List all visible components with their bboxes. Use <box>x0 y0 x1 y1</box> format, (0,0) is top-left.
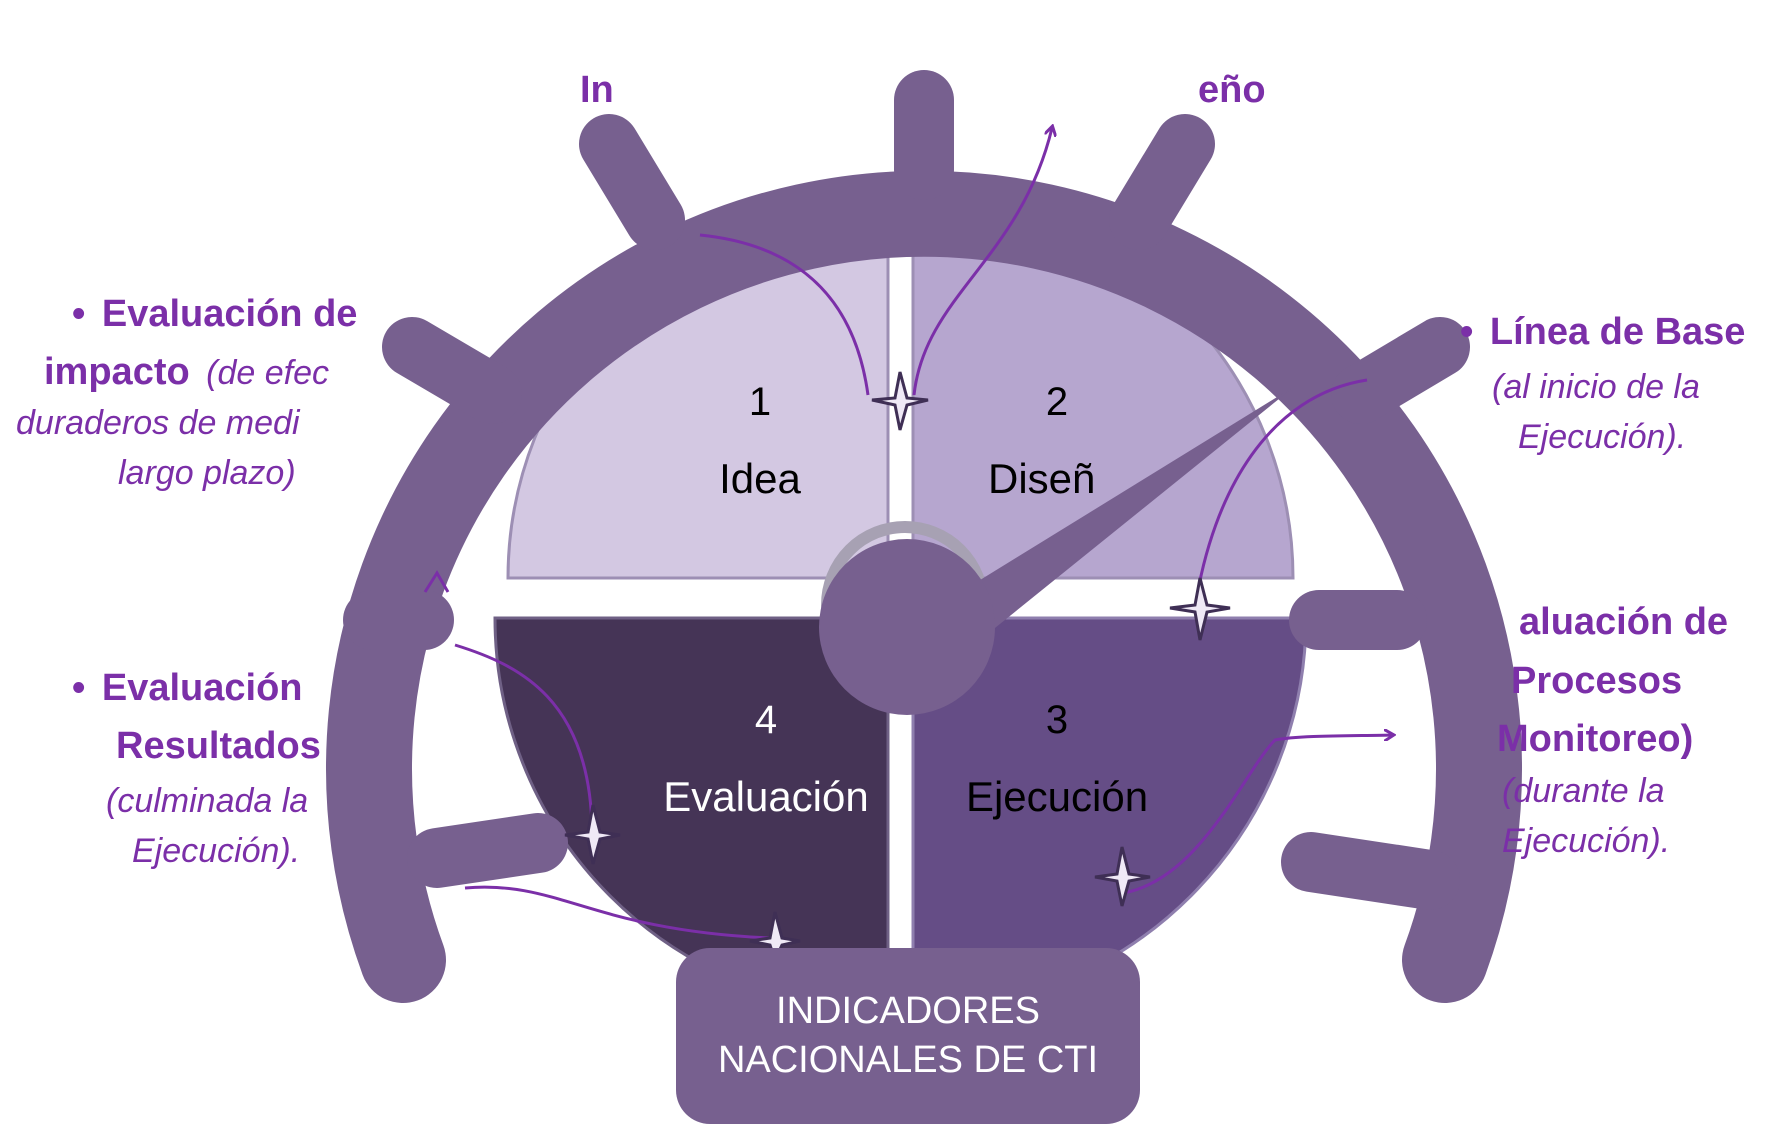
gauge-needle <box>972 386 1295 632</box>
gauge-tick <box>1331 317 1470 424</box>
gauge-tick <box>1281 832 1460 910</box>
star-marker <box>749 911 801 965</box>
star-marker <box>1094 846 1151 907</box>
impact-eval-title: Evaluación de <box>102 293 358 335</box>
gauge-ticks <box>343 70 1470 910</box>
impact-eval-line4: largo plazo) <box>118 454 296 492</box>
quadrant-2-label: Diseñ <box>988 455 1095 502</box>
star-marker <box>1169 577 1231 641</box>
connector-design <box>912 128 1052 396</box>
process-eval-line2: Procesos <box>1511 660 1682 702</box>
baseline-title: Línea de Base <box>1490 311 1746 353</box>
process-eval-line4: (durante la <box>1502 772 1665 810</box>
gauge-tick <box>1109 114 1215 250</box>
gauge-needle-hub <box>819 539 995 715</box>
impact-eval-bold: impacto <box>44 351 190 393</box>
top-right-label-fragment: eño <box>1198 69 1266 111</box>
quadrant-1-number: 1 <box>749 380 771 424</box>
process-eval-line3: Monitoreo) <box>1497 718 1693 760</box>
results-eval-line2: Resultados <box>116 725 321 767</box>
top-left-label-fragment: In <box>580 69 614 111</box>
connector-idea <box>699 233 870 396</box>
national-indicators-label: INDICADORES NACIONALES DE CTI <box>676 948 1140 1124</box>
quadrant-4-number: 4 <box>755 698 777 742</box>
connector-arrows <box>423 128 1392 940</box>
results-eval-line4: Ejecución). <box>132 832 300 870</box>
gauge-tick <box>382 317 522 424</box>
baseline-line3: Ejecución). <box>1518 418 1686 456</box>
national-indicators-box <box>676 948 1140 1124</box>
results-eval-line3: (culminada la <box>106 782 308 820</box>
bullet: • <box>72 293 85 335</box>
baseline-line1: • Línea de Base <box>1460 311 1745 353</box>
baseline-line2: (al inicio de la <box>1492 368 1700 406</box>
process-eval-line1: aluación de <box>1519 601 1728 643</box>
impact-eval-italic: (de efec <box>206 354 329 392</box>
national-indicators-line2: NACIONALES DE CTI <box>717 1039 1099 1081</box>
quadrant-4-label: Evaluación <box>663 773 868 820</box>
star-marker <box>871 371 929 431</box>
connector-results <box>454 643 594 831</box>
impact-eval-line3: duraderos de medi <box>16 404 301 442</box>
connector-results-arrowhead <box>423 570 450 593</box>
quadrant-3-number: 3 <box>1046 698 1068 742</box>
impact-eval-line1: • Evaluación de <box>72 293 357 335</box>
bullet: • <box>1460 311 1473 353</box>
gauge-tick <box>407 813 568 888</box>
star-marker <box>564 804 621 865</box>
quadrant-2-number: 2 <box>1046 380 1068 424</box>
impact-eval-line2: impacto (de efec <box>44 351 329 393</box>
national-indicators-line1: INDICADORES <box>776 990 1040 1033</box>
quadrant-3-label: Ejecución <box>966 773 1148 820</box>
connector-impact <box>464 885 771 940</box>
gauge-tick <box>579 114 685 250</box>
connector-process <box>1122 735 1392 895</box>
connector-baseline <box>1193 378 1368 609</box>
quadrant-1-label: Idea <box>719 455 801 502</box>
bullet: • <box>72 667 85 709</box>
results-eval-line1: • Evaluación <box>72 667 303 709</box>
results-eval-title: Evaluación <box>102 667 303 709</box>
process-eval-line5: Ejecución). <box>1502 822 1670 860</box>
